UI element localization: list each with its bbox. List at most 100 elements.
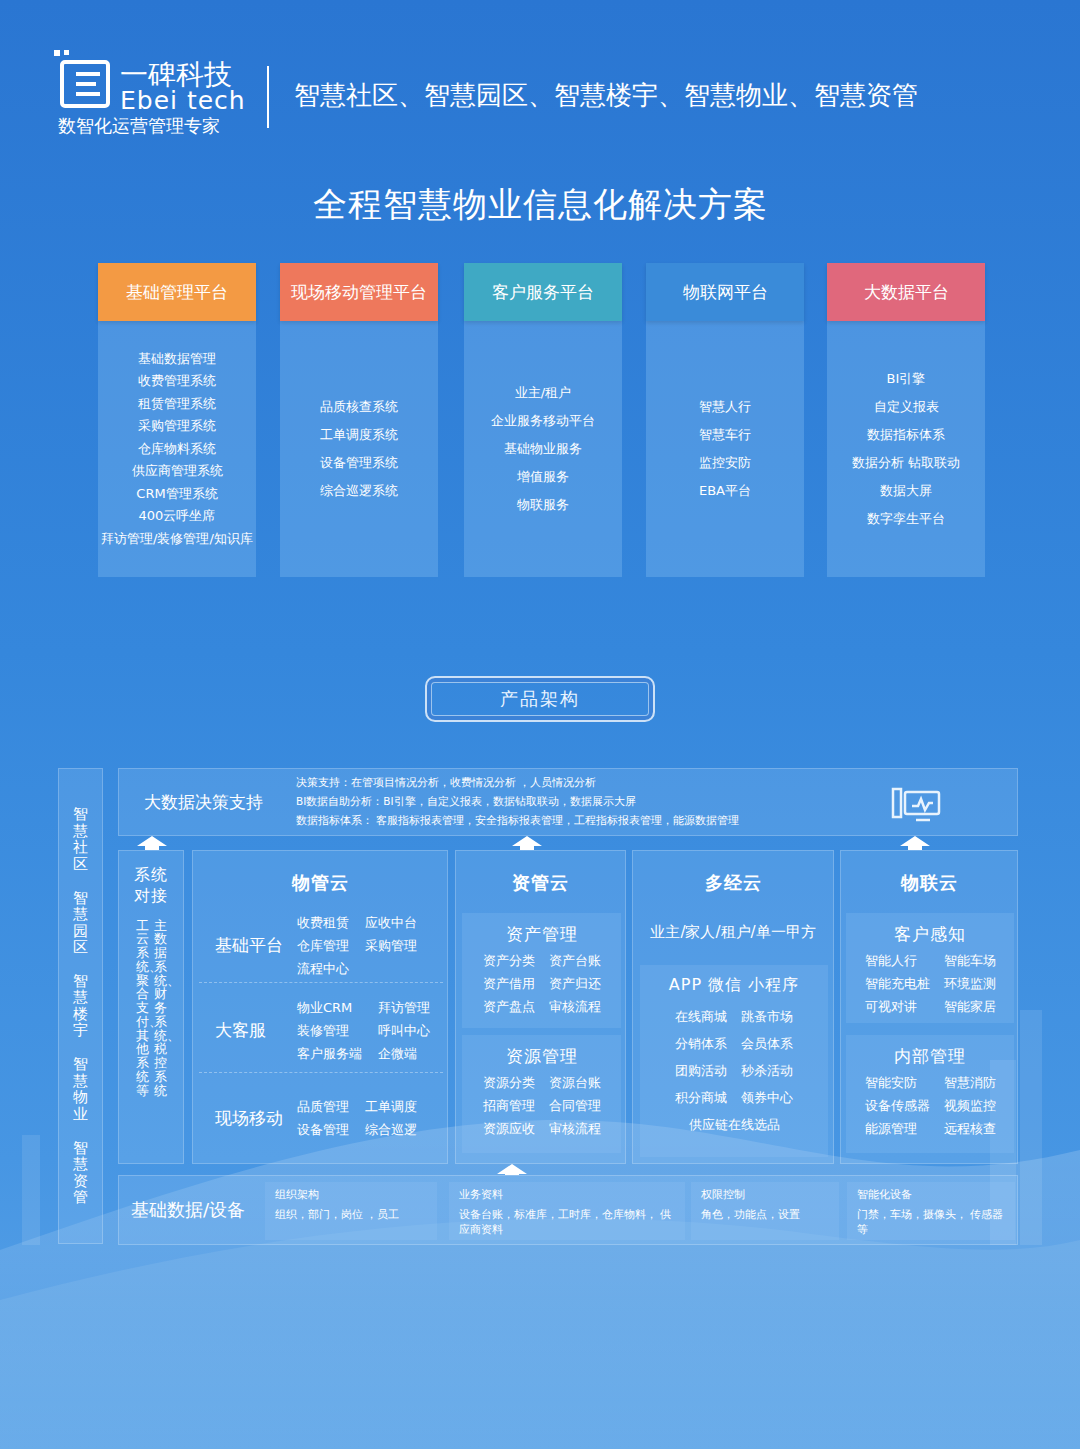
band-detail: BI数据自助分析：BI引擎，自定义报表，数据钻取联动，数据展示大屏: [296, 795, 876, 809]
item-text: 视频监控: [944, 1097, 996, 1115]
item-text: 领券中心: [741, 1089, 793, 1107]
item-text: 资产分类: [483, 952, 535, 970]
panel-box: 物联云客户感知智能人行智能车场智能充电桩环境监测可视对讲智能家居内部管理智能安防…: [840, 850, 1018, 1164]
card-header: 基础管理平台: [98, 263, 256, 321]
item-text: 资源台账: [549, 1074, 601, 1092]
header-label: 数智化运营管理专家: [58, 114, 220, 138]
item-text: 资产归还: [549, 975, 601, 993]
vertical-note: 主数据系统、财务系统、税控系统: [154, 919, 167, 1098]
item-text: 呼叫中心: [378, 1022, 430, 1040]
panel-heading: 物联云: [841, 871, 1017, 895]
sub-heading: 智能化设备: [857, 1188, 1005, 1202]
band-detail: 决策支持：在管项目情况分析，收费情况分析 ，人员情况分析: [296, 776, 876, 790]
item-grid: 智能安防智慧消防设备传感器视频监控能源管理远程核查: [846, 1074, 1014, 1138]
item-grid: 收费租赁应收中台仓库管理采购管理流程中心: [297, 914, 417, 978]
card-item: 综合巡逻系统: [320, 477, 398, 505]
header-label: 智慧社区、智慧园区、智慧楼宇、智慧物业、智慧资管: [294, 78, 918, 113]
item-text: 在线商城: [675, 1008, 727, 1026]
panel-box: 多经云业主/家人/租户/单一甲方APP 微信 小程序在线商城跳蚤市场分销体系会员…: [632, 850, 834, 1164]
item-text: 资产盘点: [483, 998, 535, 1016]
item-text: 设备传感器: [865, 1097, 930, 1115]
item-text: 设备管理: [297, 1121, 349, 1139]
item-text: 积分商城: [675, 1089, 727, 1107]
pill-box: 产品架构: [425, 676, 655, 722]
sub-detail: 门禁，车场，摄像头， 传感器等: [857, 1207, 1005, 1237]
card-body: 智慧人行智慧车行监控安防EBA平台: [646, 321, 804, 577]
card-item: 数据分析 钻取联动: [852, 449, 960, 477]
item-text: 仓库管理: [297, 937, 349, 955]
sub-heading: 权限控制: [701, 1188, 829, 1202]
panel-subheading: 业主/家人/租户/单一甲方: [633, 923, 833, 942]
card-item: 智慧人行: [699, 393, 751, 421]
card-item: CRM管理系统: [136, 483, 217, 506]
divider: [267, 66, 269, 128]
sub-box: 内部管理智能安防智慧消防设备传感器视频监控能源管理远程核查: [846, 1035, 1014, 1153]
item-text: 品质管理: [297, 1098, 349, 1116]
card-item: 供应商管理系统: [132, 460, 223, 483]
bsub-box: 权限控制角色，功能点，设置: [691, 1182, 839, 1240]
item-grid: 在线商城跳蚤市场分销体系会员体系团购活动秒杀活动积分商城领券中心供应链在线选品: [640, 1008, 828, 1134]
band-heading: 基础数据/设备: [119, 1198, 245, 1222]
card-box: 基础管理平台基础数据管理收费管理系统租赁管理系统采购管理系统仓库物料系统供应商管…: [98, 263, 256, 577]
item-text: 会员体系: [741, 1035, 793, 1053]
band-heading: 大数据决策支持: [119, 791, 296, 814]
card-body: 基础数据管理收费管理系统租赁管理系统采购管理系统仓库物料系统供应商管理系统CRM…: [98, 321, 256, 577]
column-heading: 系统对接: [133, 865, 170, 907]
item-text: 合同管理: [549, 1097, 601, 1115]
item-grid: 智能人行智能车场智能充电桩环境监测可视对讲智能家居: [846, 952, 1014, 1016]
scene-label: 智慧园区: [73, 890, 88, 956]
card-item: 基础物业服务: [504, 435, 582, 463]
scene-label: 智慧社区: [73, 806, 88, 872]
item-text: 工单调度: [365, 1098, 417, 1116]
item-text: 智能家居: [944, 998, 996, 1016]
sub-heading: 资产管理: [462, 923, 621, 946]
section-title: 产品架构: [500, 687, 580, 711]
band-detail: 数据指标体系： 客服指标报表管理，安全指标报表管理，工程指标报表管理，能源数据管…: [296, 814, 876, 828]
card-header: 大数据平台: [827, 263, 985, 321]
item-text: 跳蚤市场: [741, 1008, 793, 1026]
bsub-box: 组织架构组织，部门，岗位 ，员工: [265, 1182, 437, 1240]
item-text: 能源管理: [865, 1120, 930, 1138]
card-item: 企业服务移动平台: [491, 407, 595, 435]
item-text: 拜访管理: [378, 999, 430, 1017]
item-text: 收费租赁: [297, 914, 349, 932]
sub-heading: 业务资料: [459, 1188, 675, 1202]
card-item: 仓库物料系统: [138, 438, 216, 461]
item-text: 应收中台: [365, 914, 417, 932]
sub-box: 资产管理资产分类资产台账资产借用资产归还资产盘点审核流程: [462, 913, 621, 1028]
base-box: 基础数据/设备组织架构组织，部门，岗位 ，员工业务资料设备台账，标准库，工时库，…: [118, 1175, 1018, 1245]
sub-detail: 组织，部门，岗位 ，员工: [275, 1207, 427, 1222]
item-text: 智能车场: [944, 952, 996, 970]
bsub-box: 智能化设备门禁，车场，摄像头， 传感器等: [847, 1182, 1015, 1240]
item-text: 智慧消防: [944, 1074, 996, 1092]
row-box: 大客服物业CRM拜访管理装修管理呼叫中心客户服务端企微端: [199, 989, 443, 1073]
card-item: 物联服务: [517, 491, 569, 519]
column-body: 主数据系统、财务系统、税控系统工云系统、聚合支付、其他系统等: [119, 919, 183, 1098]
bsub-box: 业务资料设备台账，标准库，工时库，仓库物料， 供应商资料: [449, 1182, 685, 1240]
item-text: 智能安防: [865, 1074, 930, 1092]
card-item: 采购管理系统: [138, 415, 216, 438]
card-item: 租赁管理系统: [138, 393, 216, 416]
band-box: 大数据决策支持决策支持：在管项目情况分析，收费情况分析 ，人员情况分析 BI数据自…: [118, 768, 1018, 836]
item-text: 资源应收: [483, 1120, 535, 1138]
row-heading: 基础平台: [199, 934, 297, 957]
page-title: 全程智慧物业信息化解决方案: [0, 182, 1080, 228]
sub-heading: 客户感知: [846, 923, 1014, 946]
card-box: 大数据平台BI引擎自定义报表数据指标体系数据分析 钻取联动数据大屏数字孪生平台: [827, 263, 985, 577]
card-box: 客户服务平台业主/租户企业服务移动平台基础物业服务增值服务物联服务: [464, 263, 622, 577]
card-header: 现场移动管理平台: [280, 263, 438, 321]
panel-heading: 资管云: [456, 871, 625, 895]
card-item: 数字孪生平台: [867, 505, 945, 533]
card-box: 物联网平台智慧人行智慧车行监控安防EBA平台: [646, 263, 804, 577]
item-text: 智能充电桩: [865, 975, 930, 993]
logo-icon: [54, 50, 108, 106]
panel-heading: 多经云: [633, 871, 833, 895]
item-text: 物业CRM: [297, 999, 362, 1017]
card-item: EBA平台: [699, 477, 751, 505]
header-label: Ebei tech: [120, 86, 246, 115]
card-item: 数据指标体系: [867, 421, 945, 449]
panel-box: 物管云基础平台收费租赁应收中台仓库管理采购管理流程中心大客服物业CRM拜访管理装…: [192, 850, 448, 1164]
scene-label: 智慧物业: [73, 1056, 88, 1122]
row-box: 基础平台收费租赁应收中台仓库管理采购管理流程中心: [199, 909, 443, 983]
card-box: 现场移动管理平台品质核查系统工单调度系统设备管理系统综合巡逻系统: [280, 263, 438, 577]
